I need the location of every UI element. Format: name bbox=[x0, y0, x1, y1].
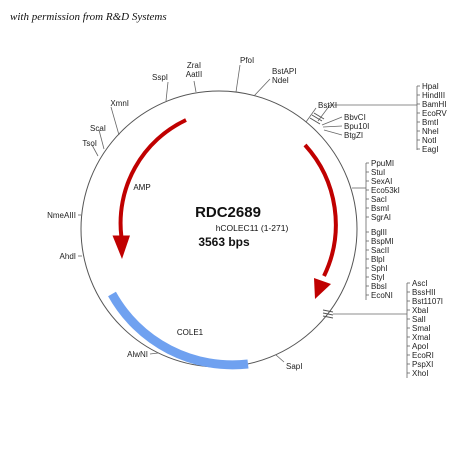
amp-arrow-head bbox=[112, 235, 130, 259]
site-bstapi: BstAPI bbox=[272, 67, 296, 76]
site-bpu10i: Bpu10I bbox=[344, 122, 369, 131]
cole1-label: COLE1 bbox=[177, 328, 204, 337]
site-sphi: SphI bbox=[371, 264, 387, 273]
site-eagi: EagI bbox=[422, 145, 438, 154]
site-ndei: NdeI bbox=[272, 76, 289, 85]
site-sali: SalI bbox=[412, 315, 426, 324]
site-sapi: SapI bbox=[286, 362, 302, 371]
site-blpi: BlpI bbox=[371, 255, 385, 264]
site-btgzi: BtgZI bbox=[344, 131, 363, 140]
site-bspmi: BspMI bbox=[371, 237, 394, 246]
site-zrai: ZraI bbox=[187, 61, 201, 70]
site-bstxi: BstXI bbox=[318, 101, 337, 110]
site-xmai: XmaI bbox=[412, 333, 431, 342]
site-styi: StyI bbox=[371, 273, 385, 282]
site-nmeaiii: NmeAIII bbox=[47, 211, 76, 220]
cole1-feature-arc bbox=[108, 291, 249, 370]
amp-label: AMP bbox=[133, 183, 150, 192]
site-bsmi: BsmI bbox=[371, 204, 389, 213]
amp-feature bbox=[112, 118, 187, 259]
site-hpai: HpaI bbox=[422, 82, 439, 91]
site-hindiii: HindIII bbox=[422, 91, 445, 100]
site-xmni: XmnI bbox=[110, 99, 129, 108]
insert-feature bbox=[303, 143, 338, 299]
site-xbai: XbaI bbox=[412, 306, 428, 315]
site-eco53ki: Eco53kI bbox=[371, 186, 400, 195]
site-sgrai: SgrAI bbox=[371, 213, 391, 222]
insert-label: hCOLEC11 (1-271) bbox=[216, 223, 289, 233]
site-nhei: NheI bbox=[422, 127, 439, 136]
insert-arrow-shaft bbox=[303, 143, 338, 277]
site-ppumi: PpuMI bbox=[371, 159, 394, 168]
site-bamhi: BamHI bbox=[422, 100, 446, 109]
site-noti: NotI bbox=[422, 136, 437, 145]
permission-credit: with permission from R&D Systems bbox=[10, 11, 167, 23]
site-sspi: SspI bbox=[152, 73, 168, 82]
plasmid-size: 3563 bps bbox=[198, 235, 250, 249]
site-bglii: BglII bbox=[371, 228, 387, 237]
insert-arrow-head bbox=[314, 278, 331, 299]
site-bbsi: BbsI bbox=[371, 282, 387, 291]
site-bmti: BmtI bbox=[422, 118, 438, 127]
site-asci: AscI bbox=[412, 279, 428, 288]
site-stui: StuI bbox=[371, 168, 385, 177]
site-scai: ScaI bbox=[90, 124, 106, 133]
site-ecori: EcoRI bbox=[412, 351, 434, 360]
site-aatii: AatII bbox=[186, 70, 202, 79]
site-ahdi: AhdI bbox=[60, 252, 76, 261]
site-econi: EcoNI bbox=[371, 291, 393, 300]
site-bsshii: BssHII bbox=[412, 288, 436, 297]
mcs-tick-marks bbox=[309, 112, 334, 319]
site-sexai: SexAI bbox=[371, 177, 392, 186]
site-ecorv: EcoRV bbox=[422, 109, 447, 118]
site-bbvci: BbvCI bbox=[344, 113, 366, 122]
site-smai: SmaI bbox=[412, 324, 431, 333]
site-saci: SacI bbox=[371, 195, 387, 204]
site-leaders bbox=[78, 64, 420, 378]
site-apoi: ApoI bbox=[412, 342, 428, 351]
site-tsoi: TsoI bbox=[82, 139, 97, 148]
site-bst1107i: Bst1107I bbox=[412, 297, 443, 306]
amp-arrow-shaft bbox=[118, 118, 187, 237]
site-sacii: SacII bbox=[371, 246, 389, 255]
site-pspxi: PspXI bbox=[412, 360, 433, 369]
site-pfoi: PfoI bbox=[240, 56, 254, 65]
site-xhoi: XhoI bbox=[412, 369, 428, 378]
plasmid-name: RDC2689 bbox=[195, 204, 261, 221]
site-alwni: AlwNI bbox=[127, 350, 148, 359]
